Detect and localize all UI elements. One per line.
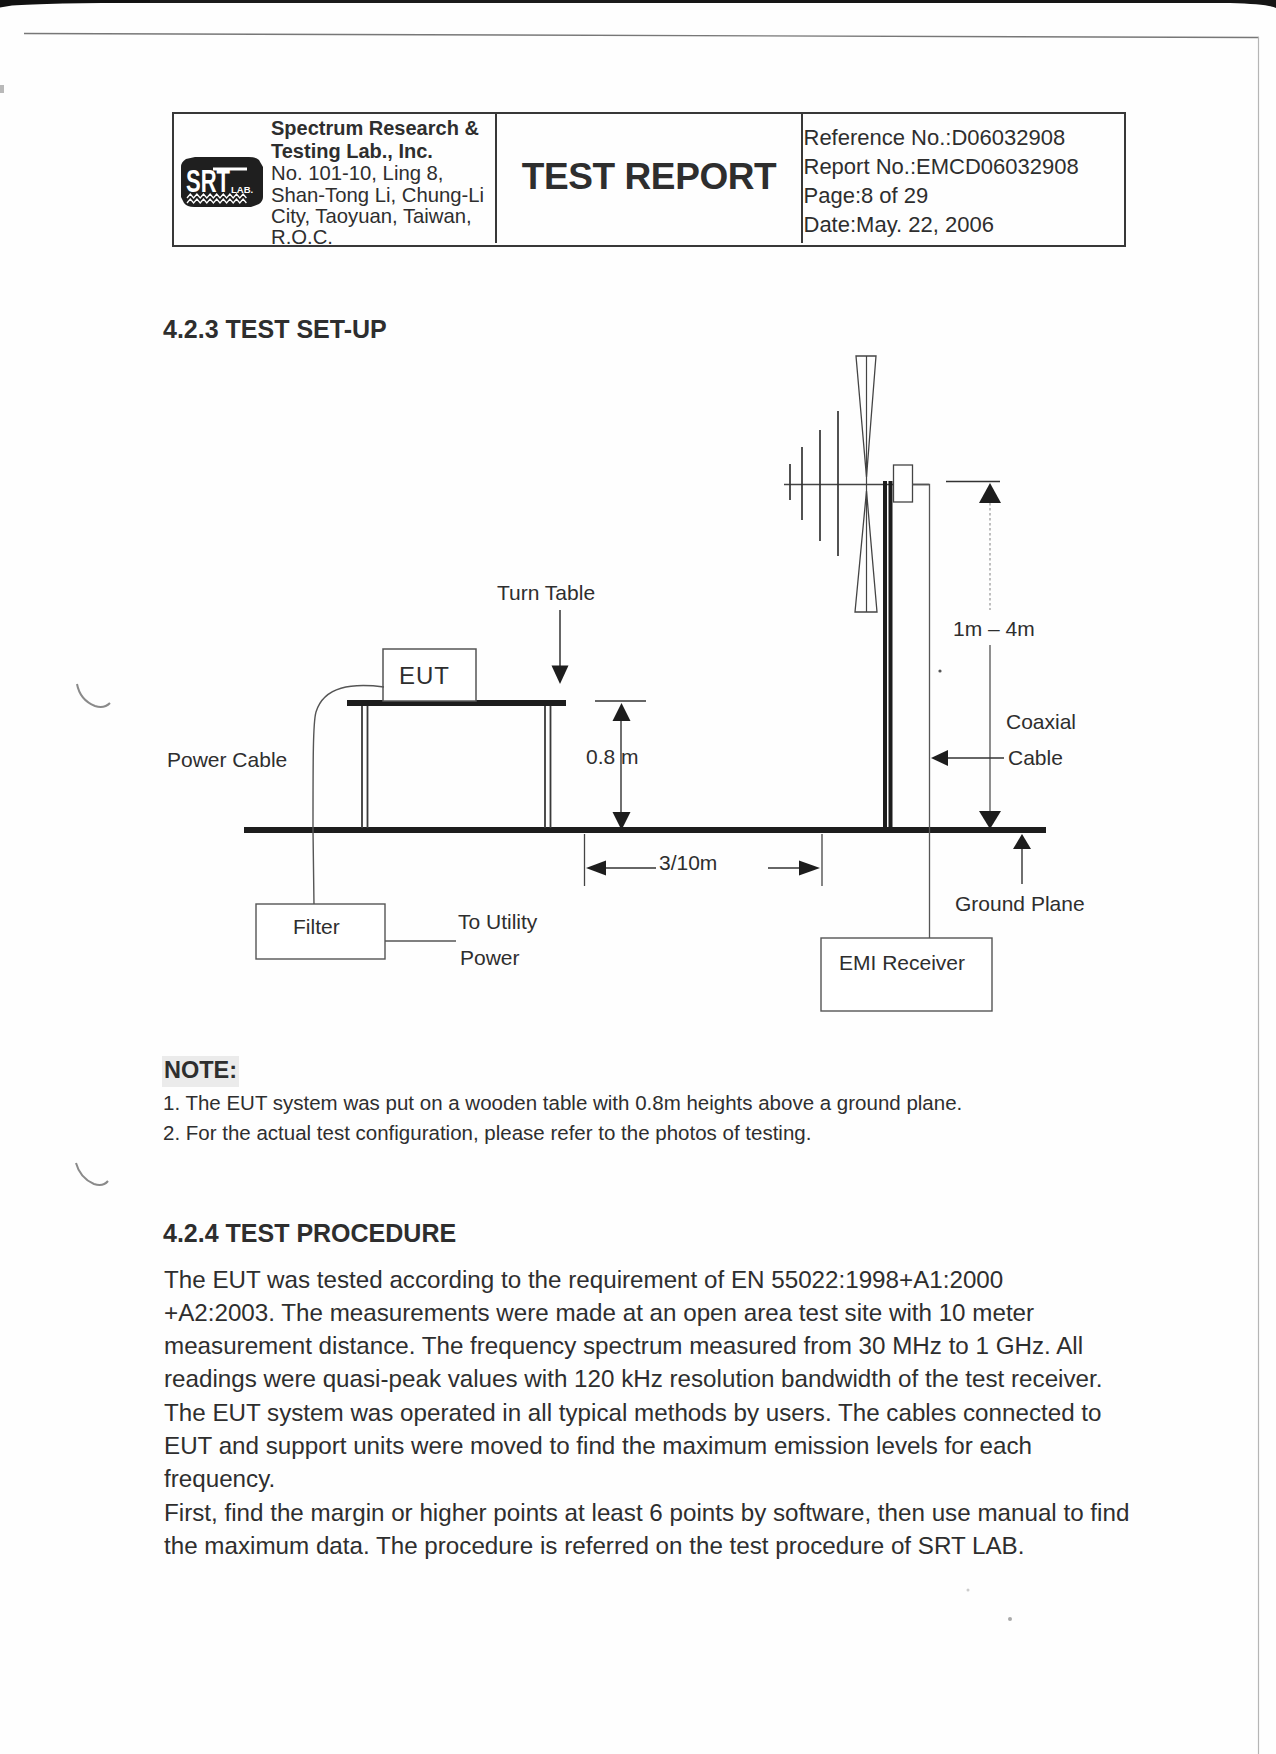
svg-text:LAB.: LAB. (231, 184, 253, 195)
